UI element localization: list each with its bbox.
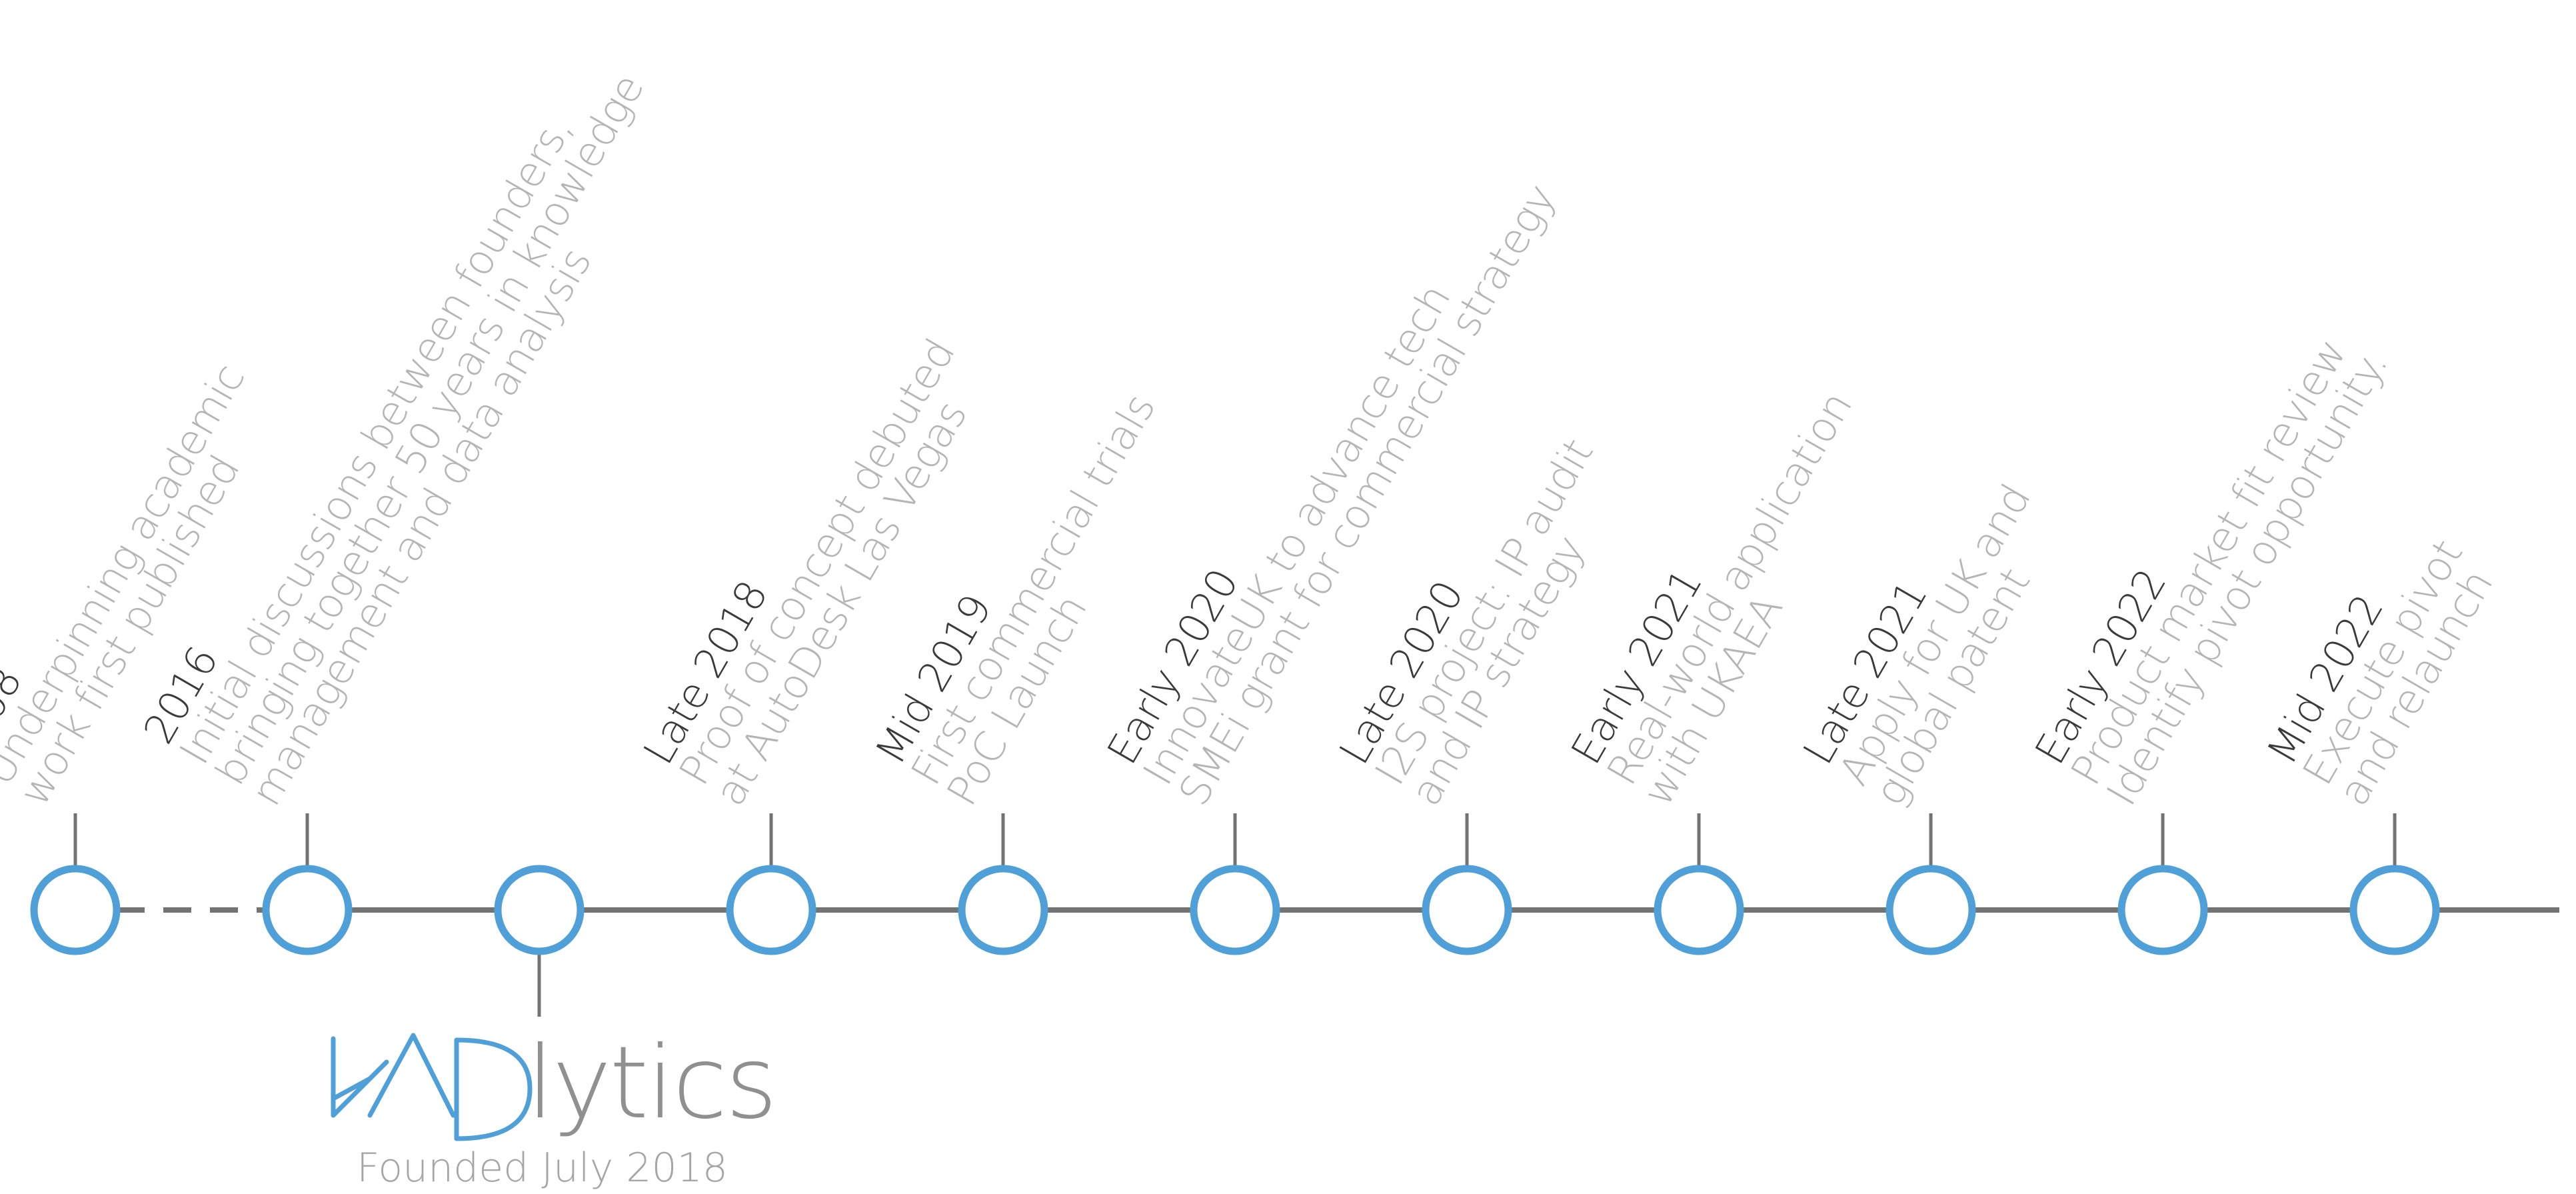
event-node bbox=[726, 865, 816, 955]
event-node bbox=[30, 865, 121, 955]
event-node bbox=[958, 865, 1048, 955]
kadlytics-logo-text: lytics bbox=[527, 1025, 778, 1141]
event-node bbox=[2349, 865, 2440, 955]
event-node bbox=[2117, 865, 2208, 955]
event-node bbox=[1190, 865, 1280, 955]
event-node bbox=[494, 865, 585, 955]
kadlytics-logo-mark bbox=[331, 1033, 533, 1141]
event-node bbox=[1654, 865, 1744, 955]
event-node bbox=[1422, 865, 1512, 955]
founded-caption: Founded July 2018 bbox=[357, 1145, 728, 1191]
event-node bbox=[1886, 865, 1976, 955]
event-node bbox=[262, 865, 353, 955]
